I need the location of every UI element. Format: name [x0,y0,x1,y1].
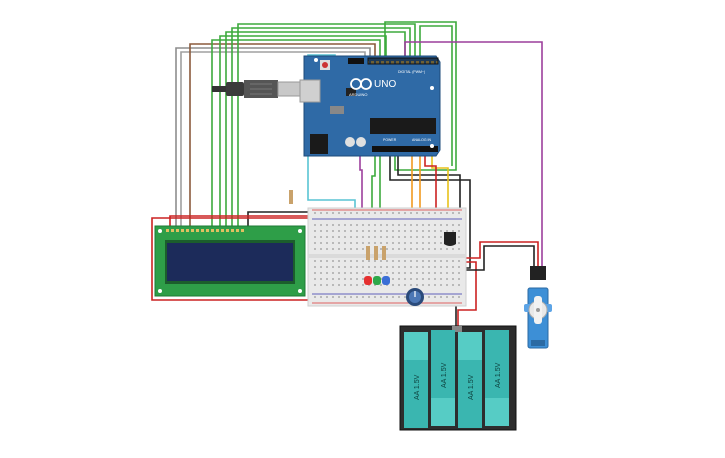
battery-cell-label-2: AA 1.5V [441,362,448,388]
analog-header-label: ANALOG IN [412,138,432,142]
battery-cell-label-1: AA 1.5V [414,374,421,400]
wire-red-lcd [151,217,322,301]
battery-cell-label-4: AA 1.5V [495,362,502,388]
usb-cable-icon [212,80,303,98]
led-green [373,276,381,285]
wire-red-battery [457,261,477,330]
battery-cell-2: AA 1.5V [431,330,455,426]
wire-lcd-green-4 [231,27,411,226]
arduino-logo-text: ARDUINO [349,92,367,97]
wire-lcd-gray-1 [175,47,371,226]
battery-cell-1: AA 1.5V [404,332,428,428]
power-header-label: POWER [383,138,397,142]
wire-lcd-green-1 [211,39,381,226]
resistors [289,190,386,260]
wire-black-1 [389,150,471,269]
potentiometer-knob-icon[interactable] [406,288,424,306]
infinity-logo-icon [350,78,372,90]
battery-cell-3: AA 1.5V [458,332,482,428]
servo-motor[interactable] [524,266,552,349]
digital-header-label: DIGITAL (PWM~) [398,70,425,74]
wire-top-green-loop [384,21,457,171]
wire-lcd-brown [189,43,376,226]
breadboard[interactable] [307,207,467,307]
wire-lcd-green-2 [219,35,387,226]
battery-cell-4: AA 1.5V [485,330,509,426]
wire-lcd-green-5 [237,23,416,226]
battery-cell-label-3: AA 1.5V [468,374,475,400]
sensor-transistor [444,232,456,246]
wire-red-lcd-2 [169,215,314,226]
led-red [364,276,372,285]
battery-pack: AA 1.5V AA 1.5V AA 1.5V AA 1.5V [399,325,517,431]
wire-purple-servo [404,41,543,270]
arduino-board[interactable]: ARDUINO UNO DIGITAL (PWM~) POWER ANALOG … [299,55,441,157]
wire-black-2 [397,150,461,210]
wire-green-led-1 [371,155,376,230]
wire-black-servo [465,245,535,271]
led-blue [382,276,390,285]
arduino-model-text: UNO [374,79,396,90]
wire-top-green-loop-2 [419,25,453,166]
wire-red-servo [462,241,539,270]
lcd-display [154,225,306,297]
wire-yellow [431,150,449,228]
